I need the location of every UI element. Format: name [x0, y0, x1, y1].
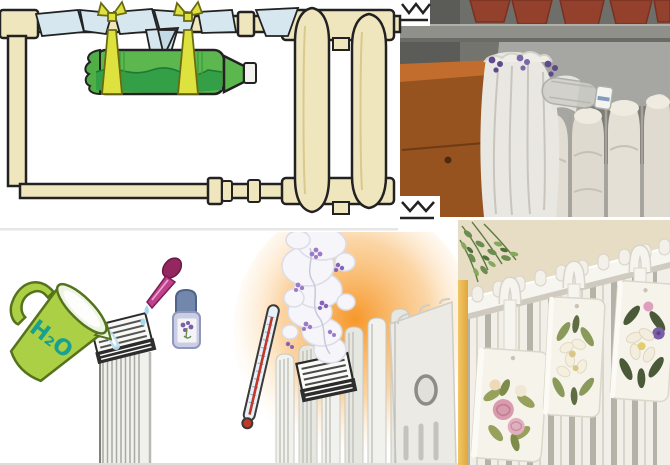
essential-oil-dropper: [140, 257, 183, 326]
bottle-cap: [243, 62, 257, 84]
side-panel-grooves: [403, 421, 439, 461]
panel-bottle-wick-illustration: [0, 0, 440, 232]
pipe-break-marks: [398, 0, 440, 222]
pocket-flowers: [483, 379, 535, 452]
pocket-flowers: [552, 315, 595, 406]
thermometer: [241, 304, 280, 430]
panel-ceramic-humidifier-photo: [458, 220, 670, 465]
panel-refill-and-steam-illustrations: H₂O: [0, 232, 458, 465]
cartoon-radiator: [280, 6, 396, 215]
mercury-column: [248, 316, 274, 415]
panel-wet-cloth-photo: [400, 0, 670, 217]
essential-oil-bottle: [172, 288, 201, 349]
pocket-flowers: [619, 301, 666, 389]
yellow-wall-strip: [458, 280, 468, 465]
plastic-bottle: [541, 77, 614, 111]
column-tops: [471, 238, 670, 303]
purple-clips: [488, 54, 558, 77]
jug-handle: [9, 281, 56, 326]
oil-drop: [144, 305, 149, 315]
column-radiator: [99, 350, 152, 465]
hanging-plant: [459, 221, 519, 283]
ceramic-pocket-lilies: [542, 296, 606, 418]
lily-center: [637, 342, 646, 351]
terracotta-pots: [469, 0, 670, 27]
ceramic-pocket-mixed: [609, 280, 670, 403]
steam-radiator: [241, 232, 457, 465]
water-box: [295, 351, 358, 403]
shelf: [400, 24, 670, 42]
ceramic-pocket-roses: [470, 347, 549, 463]
steam-petals: [285, 247, 345, 349]
drawer-knob: [444, 156, 452, 164]
side-panel-hole: [414, 374, 438, 406]
water-refill: H₂O: [9, 257, 201, 465]
bottom-edge-line: [0, 463, 458, 465]
pink-bud: [643, 301, 654, 312]
water-jug: H₂O: [9, 281, 113, 383]
ribbon-ties: [96, 0, 204, 95]
